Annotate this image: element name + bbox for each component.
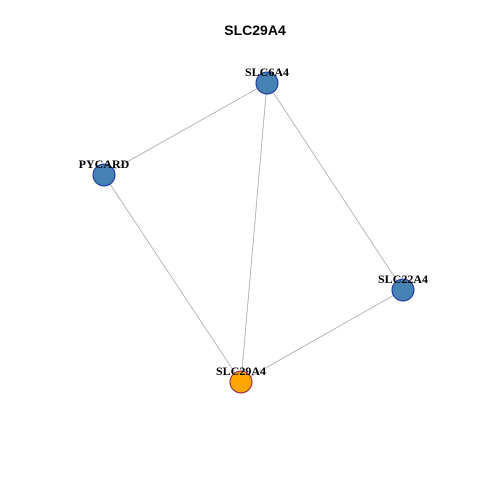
node-slc6a4[interactable] xyxy=(255,71,279,95)
diagram-title: SLC29A4 xyxy=(224,22,286,38)
edge-slc22a4-slc29a4 xyxy=(240,289,404,383)
node-label-slc6a4: SLC6A4 xyxy=(245,65,289,79)
edge-slc6a4-slc22a4 xyxy=(266,82,404,291)
node-label-slc29a4: SLC29A4 xyxy=(216,364,266,378)
nodes-group xyxy=(92,71,415,394)
edge-pycard-slc29a4 xyxy=(103,174,242,383)
node-slc22a4[interactable] xyxy=(391,278,415,302)
node-label-pycard: PYCARD xyxy=(79,157,130,171)
edges-group xyxy=(103,82,404,383)
edge-slc6a4-pycard xyxy=(103,82,268,176)
edge-slc6a4-slc29a4 xyxy=(240,82,268,383)
node-label-slc22a4: SLC22A4 xyxy=(378,272,428,286)
node-pycard[interactable] xyxy=(92,163,116,187)
node-slc29a4[interactable] xyxy=(229,370,253,394)
